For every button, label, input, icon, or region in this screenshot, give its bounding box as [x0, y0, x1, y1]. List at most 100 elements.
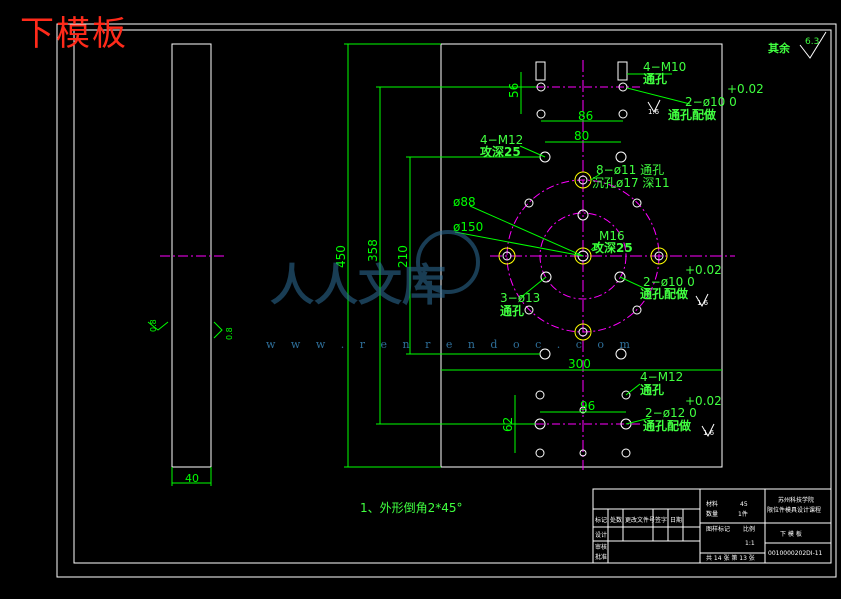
tb-col-label: 签字 — [655, 516, 667, 524]
hole — [536, 82, 546, 92]
hole — [535, 390, 545, 400]
leader-d150 — [454, 231, 584, 257]
hole — [524, 198, 534, 208]
counterbore-outer — [498, 247, 516, 265]
bolt-circle-150 — [506, 179, 660, 333]
plan-view: 450 358 210 56 86 80 300 96 62 ø88 ø150 … — [334, 31, 827, 470]
leader-m16 — [590, 241, 601, 251]
dim-210: 210 — [396, 245, 410, 268]
roughness-other-value: 6.3 — [805, 37, 819, 47]
counterbore-outer — [650, 247, 668, 265]
dim-80: 80 — [574, 129, 589, 143]
tb-role-label: 批准 — [595, 553, 607, 561]
inner-frame — [73, 29, 832, 564]
watermark-logo: 人人文库 — [270, 230, 480, 311]
dimension-lines — [344, 43, 722, 468]
leader-fit-bot — [625, 417, 651, 425]
hole — [524, 305, 534, 315]
tb-sheets-label: 图样标记 — [706, 525, 730, 533]
m16-tapped-hole — [574, 247, 592, 265]
roughness-symbol-general — [799, 31, 827, 59]
tb-scale: 1:1 — [745, 540, 755, 547]
drawing-title: 下模板 — [20, 14, 128, 54]
hole — [621, 448, 631, 458]
hole — [615, 151, 627, 163]
technical-requirement: 1、外形倒角2*45° — [360, 501, 463, 515]
tb-qty-label: 数量 — [706, 510, 718, 518]
leader-8holes — [590, 173, 601, 181]
watermark-circle — [416, 230, 480, 294]
hole — [614, 271, 626, 283]
roughness-mid-value: 1.6 — [697, 299, 709, 307]
side-view: 40 0.8 0.8 — [147, 43, 234, 486]
counterbore-inner — [502, 251, 512, 261]
annotation-notes: 4−M10 通孔 +0.02 2−ø10 0 通孔配做 4−M12 攻深25 8… — [480, 60, 764, 433]
roughness-left-value: 0.8 — [149, 319, 158, 332]
hole — [540, 271, 552, 283]
counterbore-inner — [578, 327, 588, 337]
note-fit-top-note: 通孔配做 — [668, 107, 717, 122]
leader-fit-top — [626, 87, 691, 105]
leader-m12-bot — [625, 383, 641, 396]
counterbore-outer — [574, 323, 592, 341]
title-block — [592, 488, 832, 564]
roughness-other-label: 其余 — [768, 41, 791, 55]
tb-role-label: 设计 — [595, 531, 607, 539]
tb-scale-label: 比例 — [743, 525, 755, 533]
dimension-texts: 450 358 210 56 86 80 300 96 62 ø88 ø150 — [334, 83, 595, 432]
note-counterbore: 沉孔ø17 深11 — [592, 176, 670, 190]
hole — [632, 305, 642, 315]
note-m16-depth: 攻深25 — [592, 240, 633, 255]
dim-300: 300 — [568, 357, 591, 371]
note-m12-bot-thru: 通孔 — [640, 382, 664, 397]
note-tol-mid: +0.02 — [685, 263, 722, 277]
note-fit-bot-note: 通孔配做 — [643, 418, 692, 433]
tb-part-name: 下 模 板 — [780, 530, 802, 538]
leader-3holes — [519, 276, 547, 299]
tb-col-label: 处数 — [610, 516, 622, 524]
note-fit-top: 2−ø10 0 — [685, 95, 737, 109]
hole — [536, 109, 546, 119]
roughness-symbols — [647, 31, 827, 438]
tb-sheet: 共 14 张 第 13 张 — [706, 554, 755, 562]
dim-62: 62 — [501, 417, 515, 432]
note-3holes: 3−ø13 — [500, 291, 540, 305]
note-8holes: 8−ø11 通孔 — [596, 163, 664, 177]
note-m12-top-depth: 攻深25 — [480, 144, 521, 159]
note-m10: 4−M10 — [643, 60, 686, 74]
tb-school-1: 苏州科技学院 — [778, 496, 814, 504]
dim-358: 358 — [366, 239, 380, 262]
dim-450: 450 — [334, 245, 348, 268]
dim-96: 96 — [580, 399, 595, 413]
note-fit-mid: 2−ø10 0 — [643, 275, 695, 289]
tb-drawing-no: 0010000202DI-11 — [768, 550, 823, 557]
roughness-symbol-top — [647, 99, 661, 114]
watermark-url: w w w . r e n r e n d o c . c o m — [266, 338, 636, 351]
hole — [535, 448, 545, 458]
bolt-circle-88 — [539, 212, 627, 300]
tb-col-label: 日期 — [670, 516, 682, 524]
watermark-logo-text: 人人文库 — [270, 260, 446, 311]
leader-d88 — [469, 205, 584, 257]
hole — [579, 406, 587, 414]
side-width-dim: 40 — [185, 472, 199, 485]
dim-d150: ø150 — [453, 220, 483, 234]
note-tol-top: +0.02 — [727, 82, 764, 96]
m10-slot-right — [617, 61, 628, 81]
counterbore-inner — [654, 251, 664, 261]
hole — [577, 209, 589, 221]
hole — [632, 198, 642, 208]
hole — [618, 109, 628, 119]
tb-role-label: 审核 — [595, 543, 607, 551]
outer-frame — [56, 23, 837, 578]
roughness-bot-value: 1.6 — [703, 429, 715, 437]
note-m16: M16 — [599, 229, 625, 243]
title-block-text: 材料 45 数量 1件 苏州科技学院 限位件模具设计课程 下 模 板 00100… — [595, 496, 823, 562]
dim-86: 86 — [578, 109, 593, 123]
roughness-symbol-bot — [701, 423, 715, 438]
hole — [620, 418, 632, 430]
tb-col-label: 更改文件号 — [625, 516, 655, 524]
m16-tapped-core — [577, 250, 589, 262]
